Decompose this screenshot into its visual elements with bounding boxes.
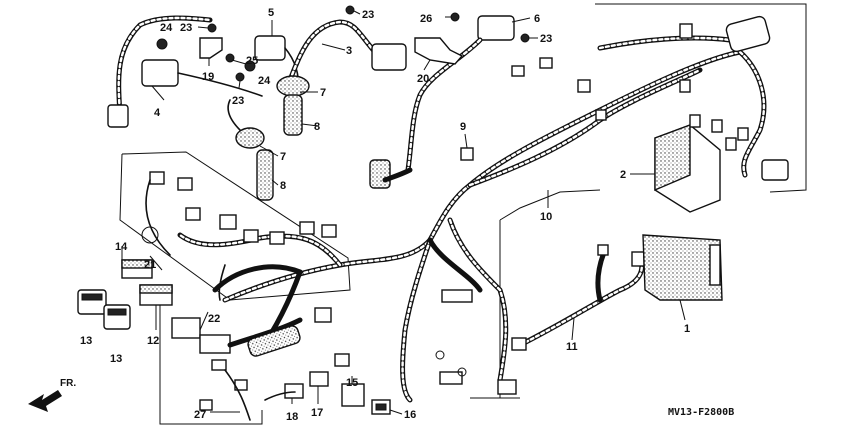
- callout-label: 6: [534, 13, 540, 25]
- callout-label: 18: [286, 411, 298, 423]
- callout-label: 13: [110, 353, 122, 365]
- callout-label: 24: [160, 22, 173, 34]
- front-arrow: FR.: [28, 378, 76, 412]
- front-direction-label: FR.: [60, 378, 76, 389]
- callout-label: 19: [202, 71, 214, 83]
- callout-label: 22: [208, 313, 220, 325]
- callout-label: 23: [540, 33, 552, 45]
- callout-label: 12: [147, 335, 159, 347]
- callout-label: 13: [80, 335, 92, 347]
- callout-label: 8: [314, 121, 320, 133]
- callout-label: 9: [460, 121, 466, 133]
- callout-label: 15: [346, 377, 358, 389]
- upper-right-components: [460, 15, 789, 301]
- left-components: [77, 171, 337, 421]
- ignition-coils: [107, 5, 530, 201]
- callout-label: 3: [346, 45, 352, 57]
- callout-label: 11: [566, 341, 578, 353]
- callout-label: 4: [154, 107, 161, 119]
- callout-label: 2: [620, 169, 626, 181]
- main-harness: [177, 35, 767, 403]
- callout-label: 7: [320, 87, 326, 99]
- callout-label: 24: [258, 75, 271, 87]
- sub-harness-11: [511, 244, 645, 351]
- bottom-components: [264, 289, 517, 415]
- callout-label: 16: [404, 409, 416, 421]
- callout-labels: 1 2 3 4 5 6 7 7 8 8 9 10 11 12 13 13 14 …: [80, 7, 690, 423]
- callout-label: 8: [280, 180, 286, 192]
- callout-label: 23: [180, 22, 192, 34]
- callout-label: 20: [417, 73, 429, 85]
- callout-label: 27: [194, 409, 206, 421]
- callout-label: 7: [280, 151, 286, 163]
- callout-label: 17: [311, 407, 323, 419]
- callout-label: 26: [420, 13, 432, 25]
- callout-label: 23: [362, 9, 374, 21]
- callout-label: 21: [144, 259, 156, 271]
- group-outlines: [119, 3, 807, 425]
- diagram-code: MV13-F2800B: [668, 407, 734, 418]
- leader-lines: [121, 10, 686, 415]
- callout-label: 5: [268, 7, 274, 19]
- callout-label: 14: [115, 241, 128, 253]
- callout-label: 1: [684, 323, 690, 335]
- callout-label: 10: [540, 211, 552, 223]
- callout-label: 25: [246, 55, 258, 67]
- callout-label: 23: [232, 95, 244, 107]
